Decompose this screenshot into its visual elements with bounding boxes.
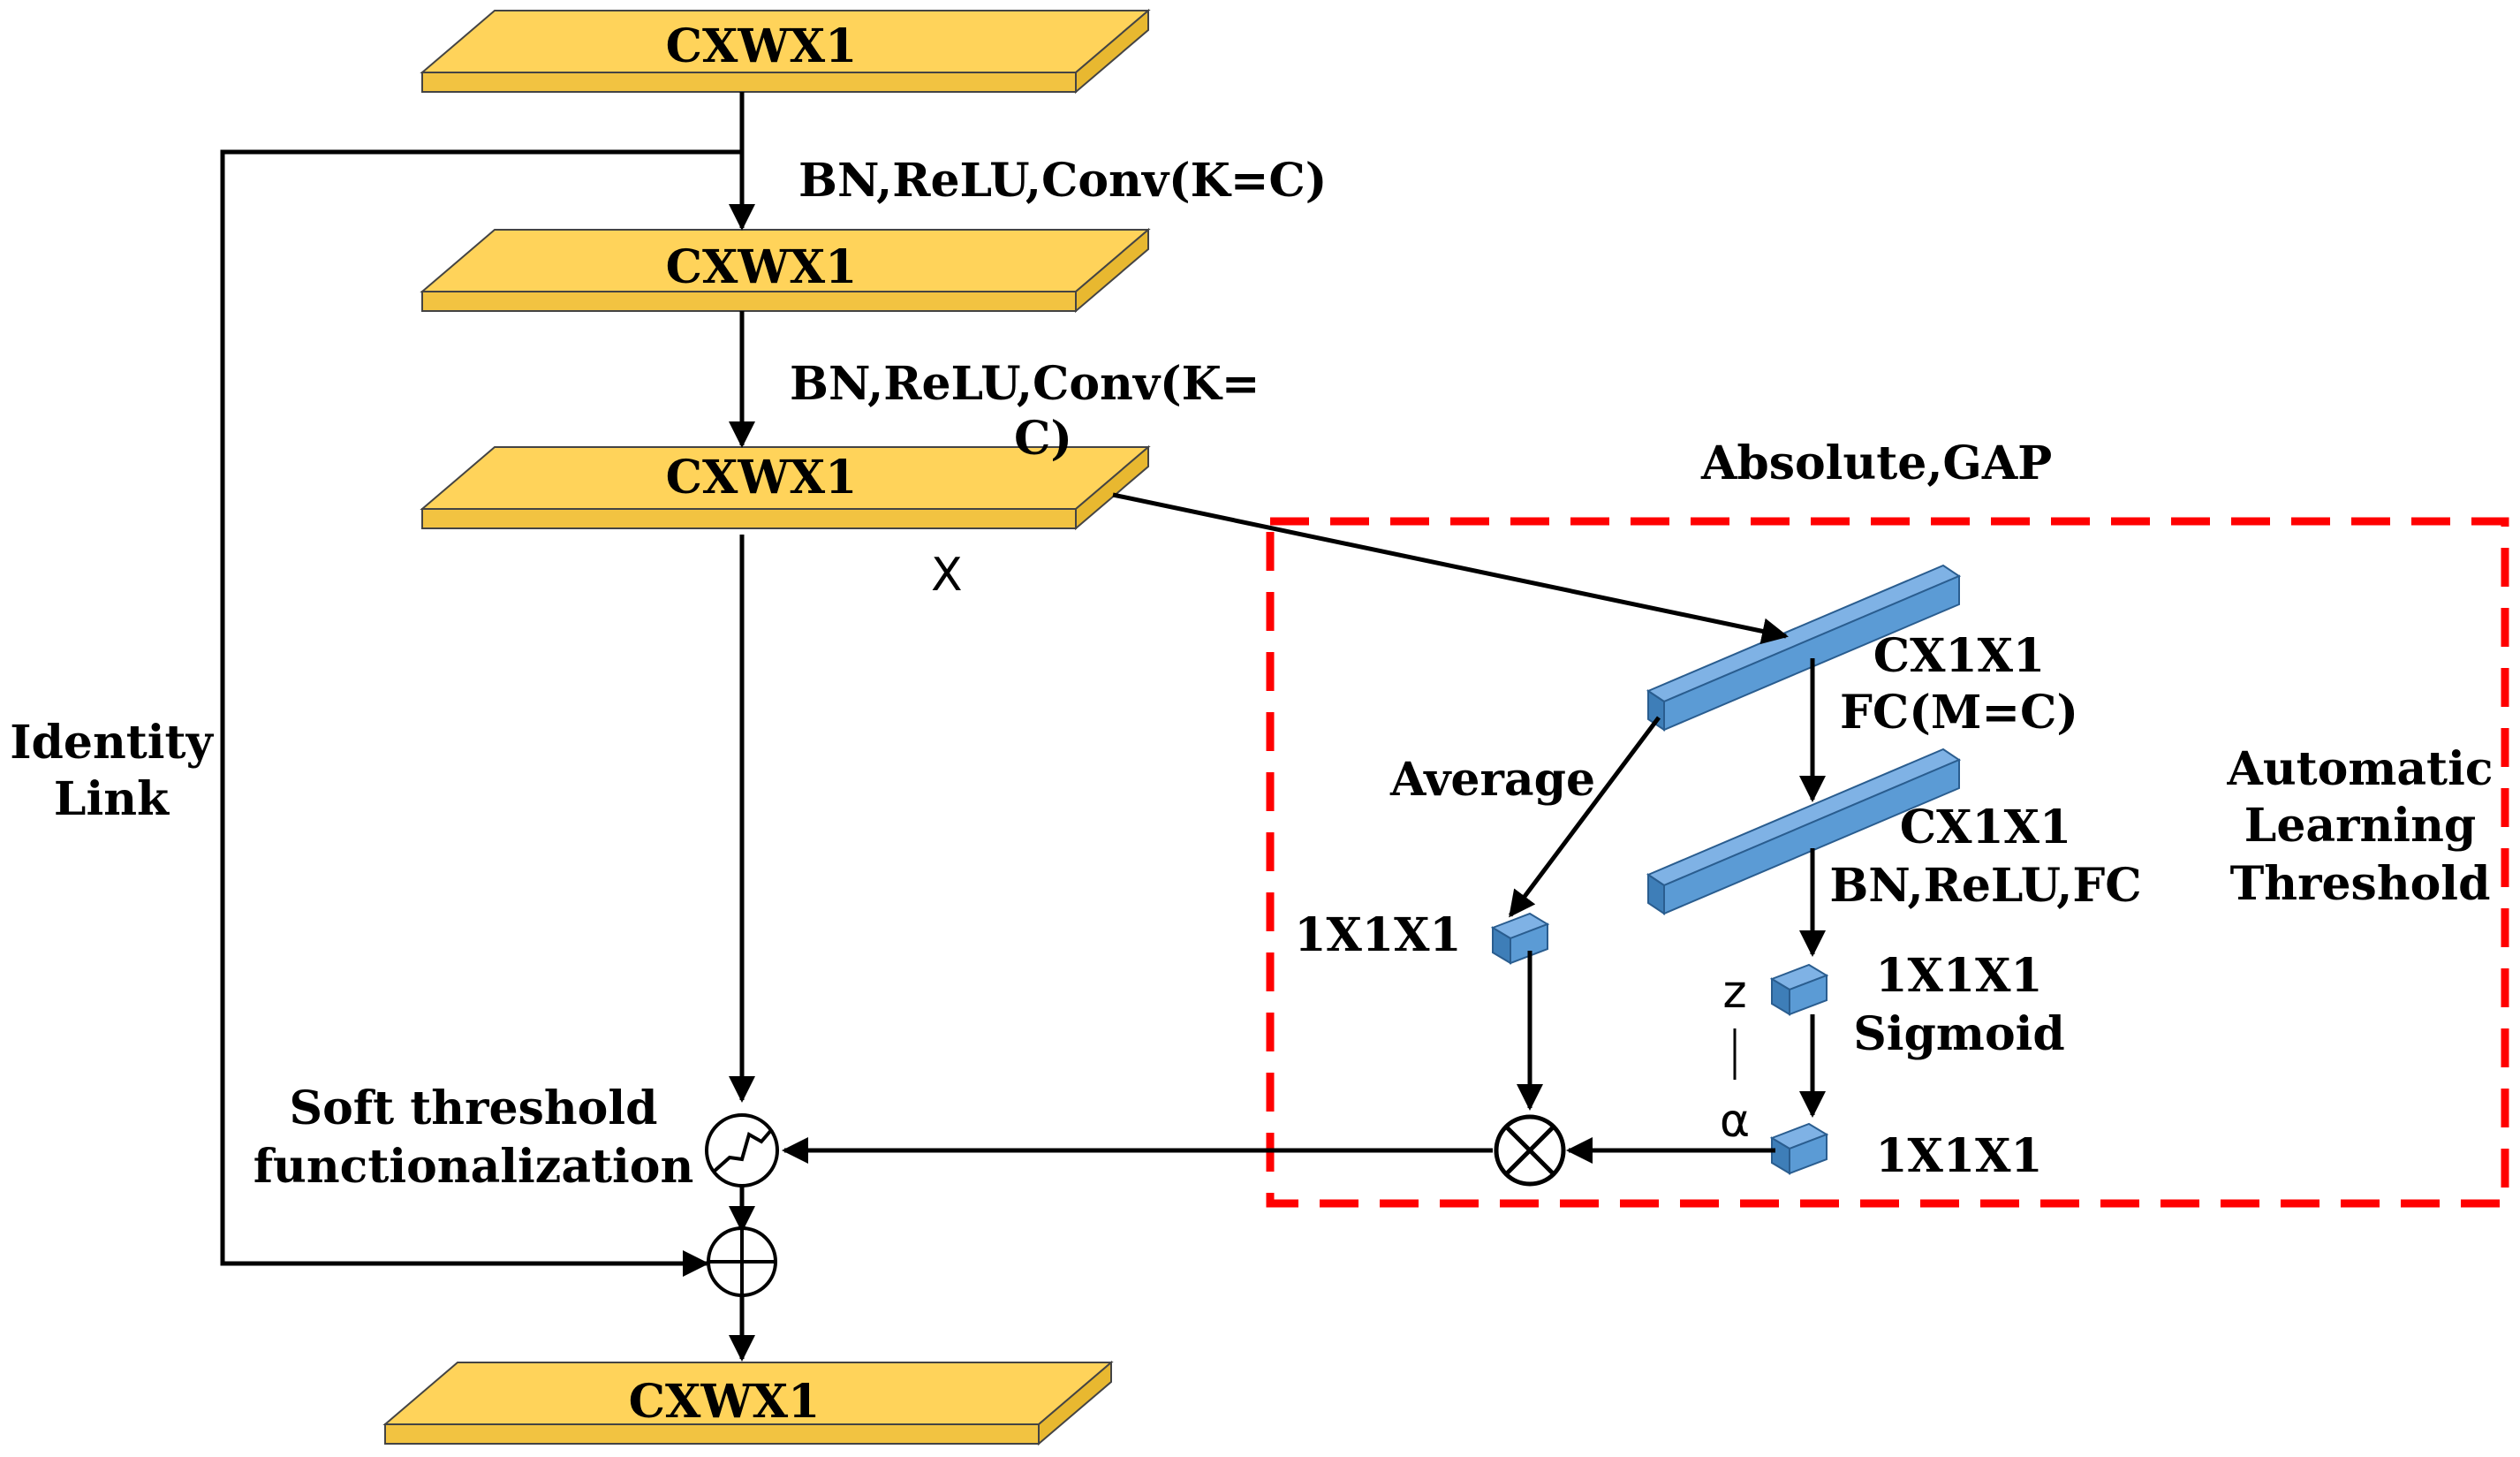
- vector-cx1x1-lower: [1646, 747, 1962, 915]
- feature-block-bottom: CXWX1: [382, 1360, 1114, 1446]
- label-identity-line1: Identity: [10, 716, 214, 770]
- dashed-threshold-region: [1266, 517, 2509, 1208]
- soft-threshold-operator: [705, 1113, 779, 1188]
- label-one-right-b: 1X1X1: [1875, 1129, 2042, 1183]
- label-alpha: α: [1720, 1095, 1750, 1148]
- label-auto-line2: Learning: [2244, 799, 2476, 853]
- feature-block-top: CXWX1: [420, 8, 1151, 95]
- cube-average: [1490, 912, 1550, 965]
- feature-block-third-label: CXWX1: [666, 451, 858, 505]
- label-absolute-gap: Absolute,GAP: [1700, 436, 2052, 490]
- label-soft-line1: Soft threshold: [290, 1081, 658, 1135]
- cube-sigmoid: [1769, 963, 1829, 1016]
- connectors: [220, 92, 1826, 1362]
- label-cx1x1-b: CX1X1: [1900, 801, 2071, 854]
- label-average: Average: [1389, 753, 1595, 807]
- vector-cx1x1-upper: [1646, 564, 1962, 732]
- label-auto-line1: Automatic: [2226, 742, 2493, 796]
- label-cx1x1-a: CX1X1: [1873, 629, 2045, 683]
- add-operator: [707, 1226, 777, 1297]
- label-one-left: 1X1X1: [1294, 908, 1461, 962]
- label-x: X: [931, 549, 963, 602]
- multiply-operator: [1494, 1114, 1566, 1187]
- label-one-right-a: 1X1X1: [1875, 949, 2042, 1003]
- label-conv2-line1: BN,ReLU,Conv(K=: [790, 357, 1260, 411]
- feature-block-top-label: CXWX1: [666, 19, 858, 73]
- label-conv2-line2: C): [1014, 412, 1072, 466]
- label-identity-line2: Link: [54, 772, 170, 826]
- cube-alpha: [1769, 1122, 1829, 1175]
- feature-block-bottom-label: CXWX1: [629, 1375, 821, 1429]
- label-conv1: BN,ReLU,Conv(K=C): [798, 154, 1327, 208]
- feature-block-second: CXWX1: [420, 227, 1151, 314]
- feature-block-second-label: CXWX1: [666, 240, 858, 294]
- label-soft-line2: functionalization: [254, 1140, 694, 1194]
- label-fc: FC(M=C): [1840, 686, 2078, 740]
- label-bn-relu-fc: BN,ReLU,FC: [1829, 859, 2141, 913]
- label-auto-line3: Threshold: [2230, 857, 2491, 911]
- label-sigmoid: Sigmoid: [1853, 1007, 2064, 1061]
- feature-block-third: CXWX1: [420, 444, 1151, 531]
- label-z: z: [1722, 966, 1746, 1019]
